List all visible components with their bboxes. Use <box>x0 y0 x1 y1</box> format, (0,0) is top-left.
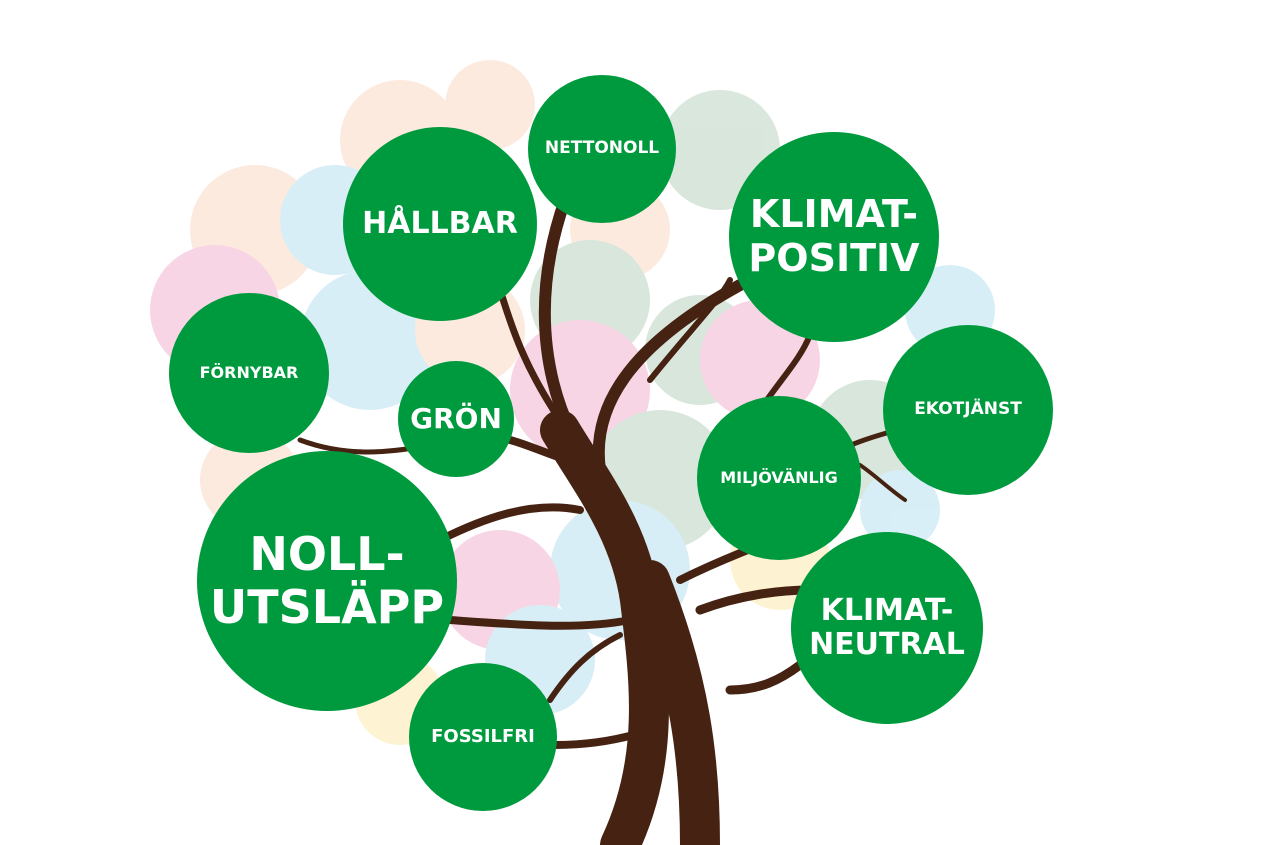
tree-trunk-and-branches <box>297 194 907 845</box>
word-bubble-fossilfri[interactable]: FOSSILFRI <box>409 663 557 811</box>
word-label: KLIMAT- POSITIV <box>748 192 920 280</box>
word-bubble-klimatpositiv[interactable]: KLIMAT- POSITIV <box>729 132 939 342</box>
word-bubble-klimatneutral[interactable]: KLIMAT- NEUTRAL <box>791 532 983 724</box>
word-bubble-nollutslapp[interactable]: NOLL- UTSLÄPP <box>197 451 457 711</box>
word-label: FOSSILFRI <box>431 725 535 747</box>
word-label: NETTONOLL <box>544 138 660 159</box>
word-label: MILJÖVÄNLIG <box>720 467 838 487</box>
word-bubble-fornybar[interactable]: FÖRNYBAR <box>169 293 329 453</box>
word-label: HÅLLBAR <box>362 205 518 241</box>
word-bubble-hallbar[interactable]: HÅLLBAR <box>343 127 537 321</box>
word-label: FÖRNYBAR <box>199 362 299 382</box>
word-bubble-ekotjanst[interactable]: EKOTJÄNST <box>883 325 1053 495</box>
word-label: EKOTJÄNST <box>914 399 1022 420</box>
word-bubble-nettonoll[interactable]: NETTONOLL <box>528 75 676 223</box>
word-label: GRÖN <box>410 401 502 435</box>
word-label: KLIMAT- NEUTRAL <box>809 592 965 662</box>
word-bubble-miljovanlig[interactable]: MILJÖVÄNLIG <box>697 396 861 560</box>
word-label: NOLL- UTSLÄPP <box>209 527 445 634</box>
word-bubble-gron[interactable]: GRÖN <box>398 361 514 477</box>
